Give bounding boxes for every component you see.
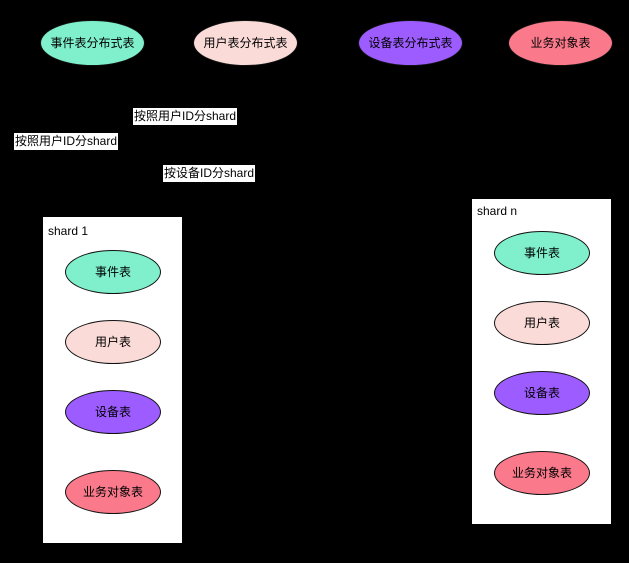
shard-box-1: shard 1 事件表 用户表 设备表 业务对象表 <box>43 217 182 543</box>
shard-1-table-user[interactable]: 用户表 <box>65 320 161 364</box>
node-label: 设备表 <box>523 386 560 400</box>
node-label: 用户表分布式表 <box>203 36 288 50</box>
node-label: 用户表 <box>523 316 560 330</box>
node-label: 设备表 <box>94 405 131 419</box>
distributed-table-node-device[interactable]: 设备表分布式表 <box>358 20 463 66</box>
distributed-table-node-business-object[interactable]: 业务对象表 <box>508 20 613 66</box>
distributed-table-node-event[interactable]: 事件表分布式表 <box>40 20 145 66</box>
node-label: 业务对象表 <box>82 485 143 499</box>
shard-box-1-title: shard 1 <box>48 224 89 238</box>
edge-label-shard-by-user-id-2: 按照用户ID分shard <box>14 133 119 150</box>
shard-box-n: shard n 事件表 用户表 设备表 业务对象表 <box>472 199 611 524</box>
node-label: 事件表 <box>94 265 131 279</box>
node-label: 业务对象表 <box>511 466 572 480</box>
node-label: 用户表 <box>94 335 131 349</box>
shard-n-table-event[interactable]: 事件表 <box>494 231 590 275</box>
shard-n-table-device[interactable]: 设备表 <box>494 371 590 415</box>
shard-n-table-business-object[interactable]: 业务对象表 <box>494 451 590 495</box>
shard-1-table-device[interactable]: 设备表 <box>65 390 161 434</box>
node-label: 事件表 <box>523 246 560 260</box>
node-label: 事件表分布式表 <box>50 36 135 50</box>
node-label: 设备表分布式表 <box>368 36 453 50</box>
shard-n-table-user[interactable]: 用户表 <box>494 301 590 345</box>
edge-label-shard-by-device-id: 按设备ID分shard <box>163 165 256 182</box>
node-label: 业务对象表 <box>530 36 591 50</box>
edge-label-shard-by-user-id-1: 按照用户ID分shard <box>133 108 238 125</box>
shard-1-table-business-object[interactable]: 业务对象表 <box>65 470 161 514</box>
distributed-table-node-user[interactable]: 用户表分布式表 <box>193 20 298 66</box>
shard-1-table-event[interactable]: 事件表 <box>65 250 161 294</box>
shard-box-n-title: shard n <box>477 204 518 218</box>
